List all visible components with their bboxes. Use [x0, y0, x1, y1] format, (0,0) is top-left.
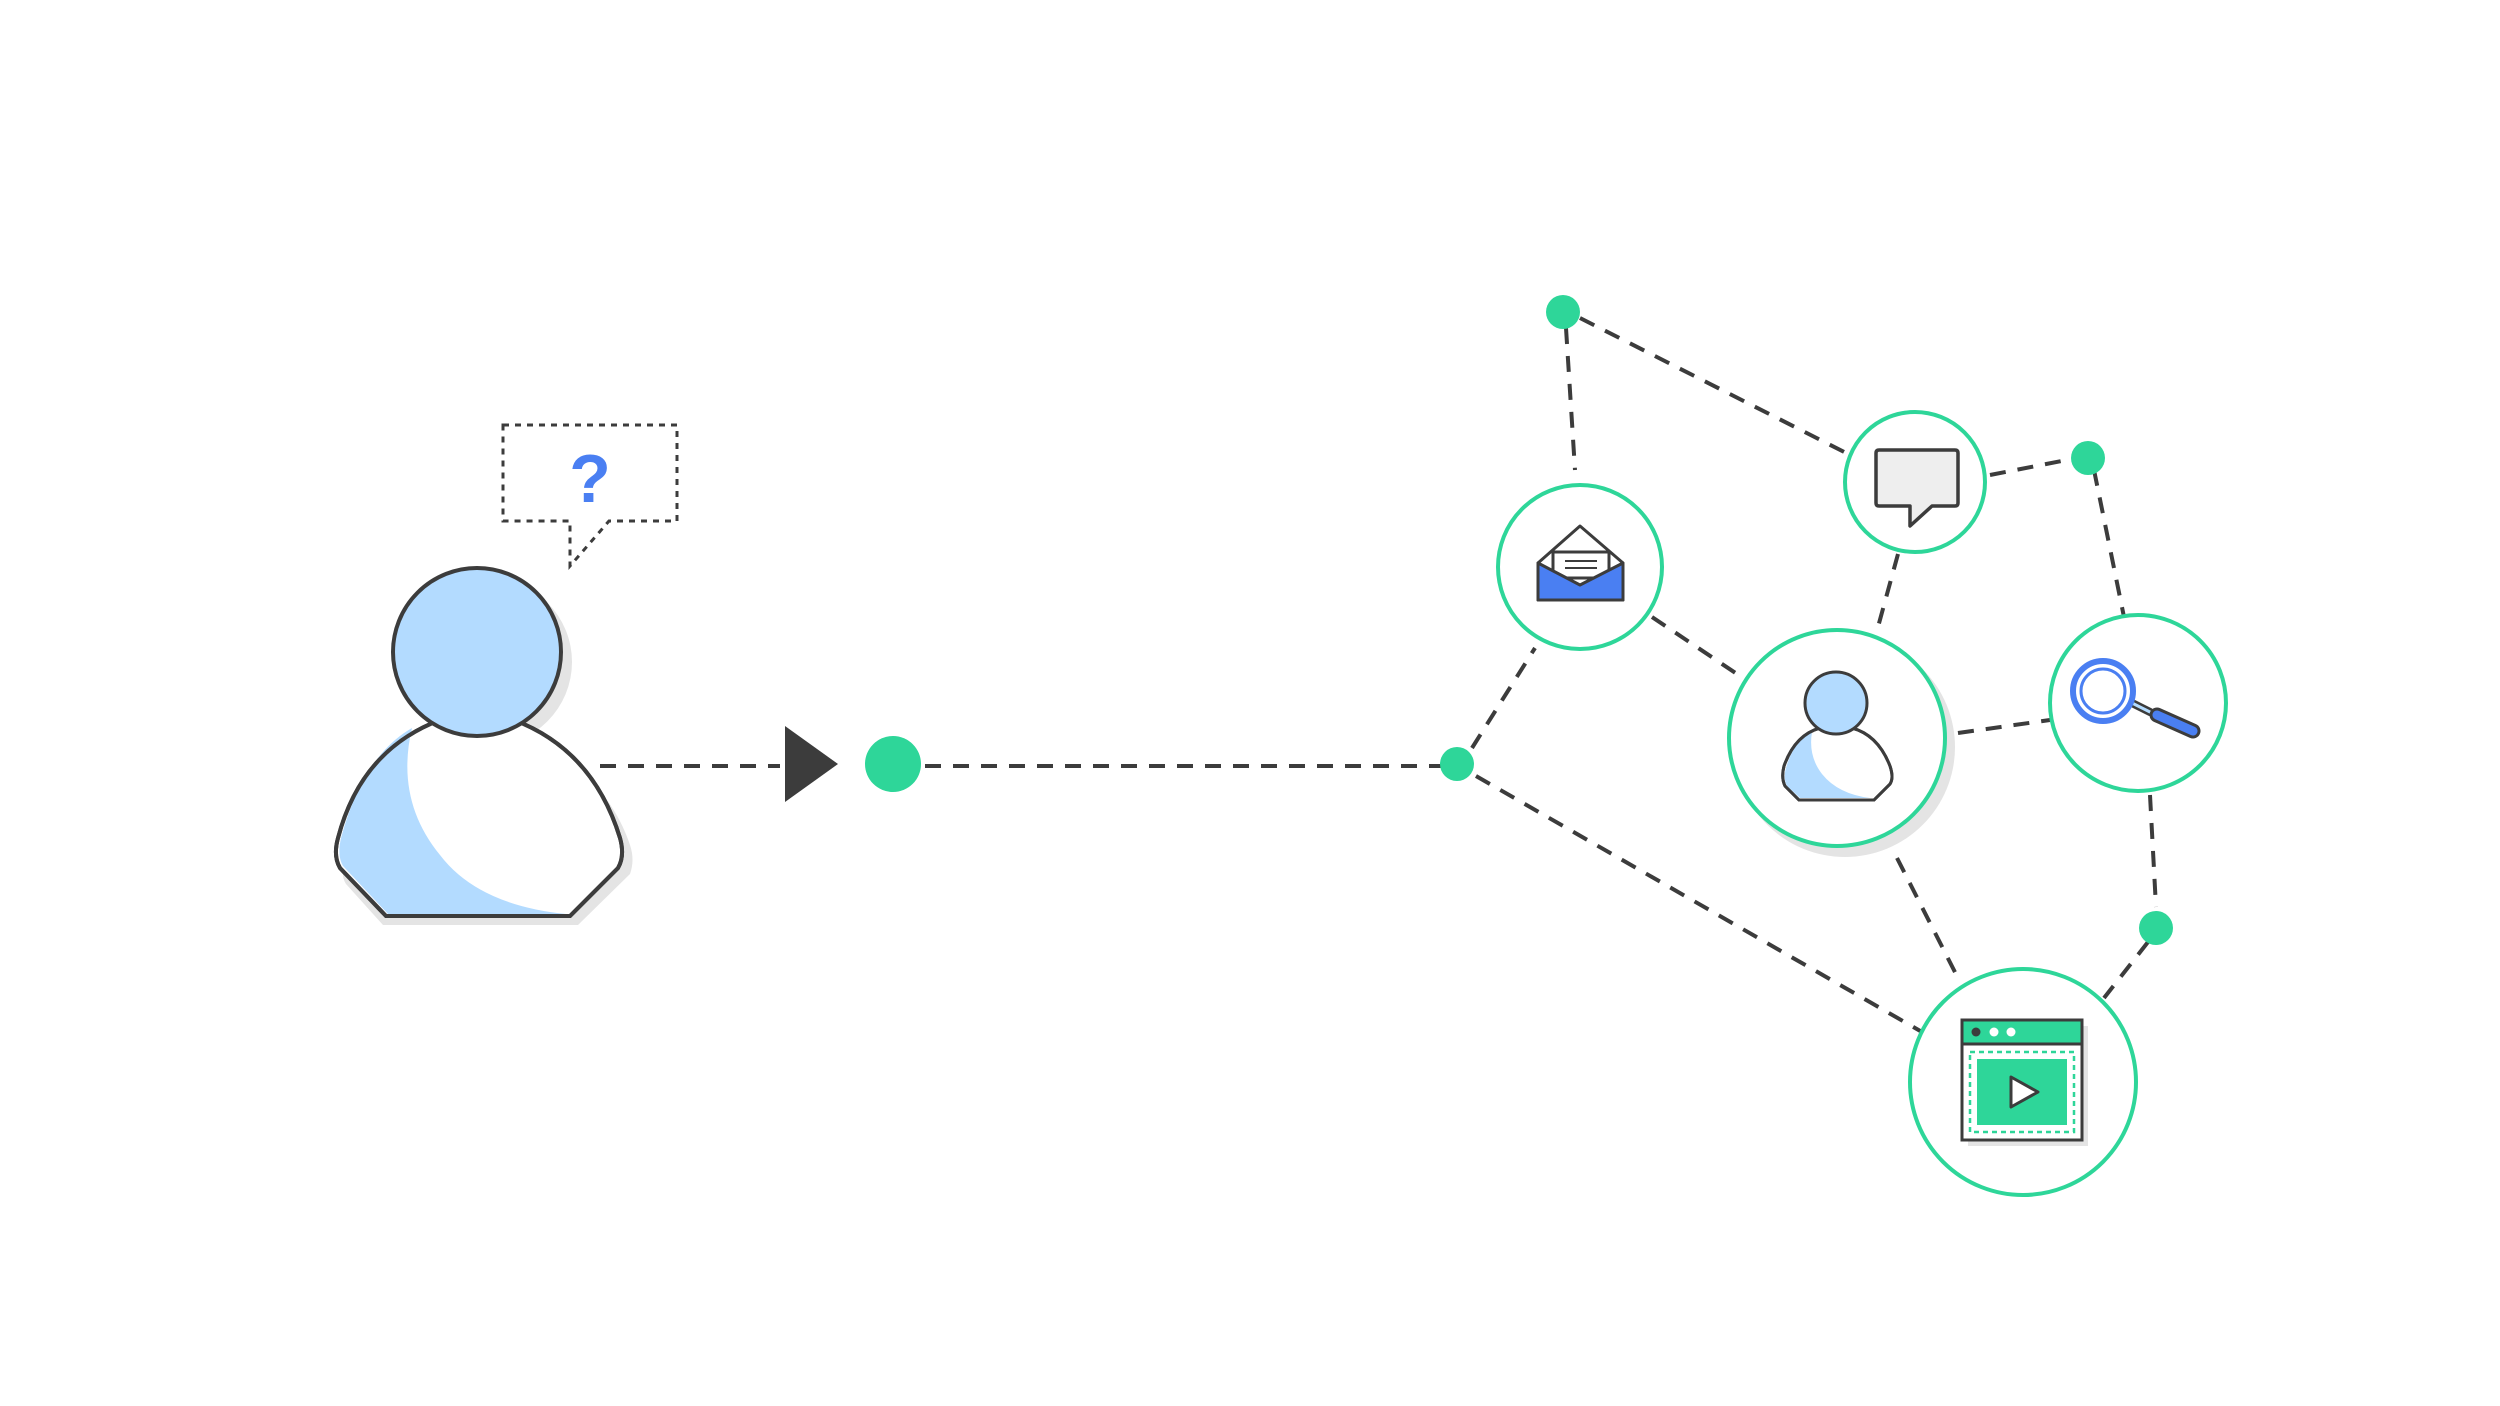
arrow-right-icon [785, 726, 838, 802]
video-node [1908, 967, 2138, 1197]
question-speech-bubble [501, 423, 679, 571]
question-mark: ? [569, 441, 611, 517]
line-hub-to-video [1475, 774, 1923, 1034]
envelope-front [1536, 561, 1625, 602]
low-node [2139, 911, 2173, 945]
video-player-icon [1960, 1018, 2088, 1146]
line-topnode-to-mail [1564, 327, 1577, 471]
envelope-icon [1536, 524, 1625, 602]
profile-head [1803, 670, 1869, 736]
magnifier-lens-inner [2079, 667, 2127, 715]
window-dot [1989, 1027, 1999, 1037]
top-node [1546, 295, 1580, 329]
chat-node [1843, 410, 1987, 554]
connection-lines [600, 316, 2158, 1034]
line-mail-to-profile [1650, 615, 1742, 678]
line-lownode-to-video [2102, 940, 2150, 1000]
line-hub-to-mail [1470, 646, 1537, 750]
video-window-titlebar [1960, 1018, 2084, 1046]
play-icon [2009, 1075, 2040, 1109]
line-search-to-lownode [2148, 794, 2158, 908]
chat-bubble-icon [1874, 448, 1960, 528]
profile-node [1727, 628, 1955, 857]
line-chat-to-profile [1876, 553, 1900, 628]
user-body-highlight [339, 728, 566, 914]
profile-body-highlight [1784, 732, 1870, 798]
magnifier-handle-fill [2152, 710, 2198, 736]
window-dot [1971, 1027, 1981, 1037]
line-topnode-to-chat [1579, 316, 1859, 461]
confused-user: ? [333, 423, 679, 925]
user-head [391, 566, 563, 738]
line-rightnode-to-search [2092, 469, 2126, 618]
email-node [1496, 483, 1664, 651]
search-node [2048, 613, 2228, 793]
right-node [2071, 441, 2105, 475]
hub-node [1440, 747, 1474, 781]
user-profile-icon [1781, 670, 1894, 802]
line-profile-to-video [1895, 857, 1962, 983]
start-node [865, 736, 921, 792]
line-profile-to-search [1957, 718, 2051, 735]
magnifier-icon [2070, 658, 2201, 739]
window-dot [2006, 1027, 2016, 1037]
line-chat-to-rightnode [1989, 457, 2073, 477]
